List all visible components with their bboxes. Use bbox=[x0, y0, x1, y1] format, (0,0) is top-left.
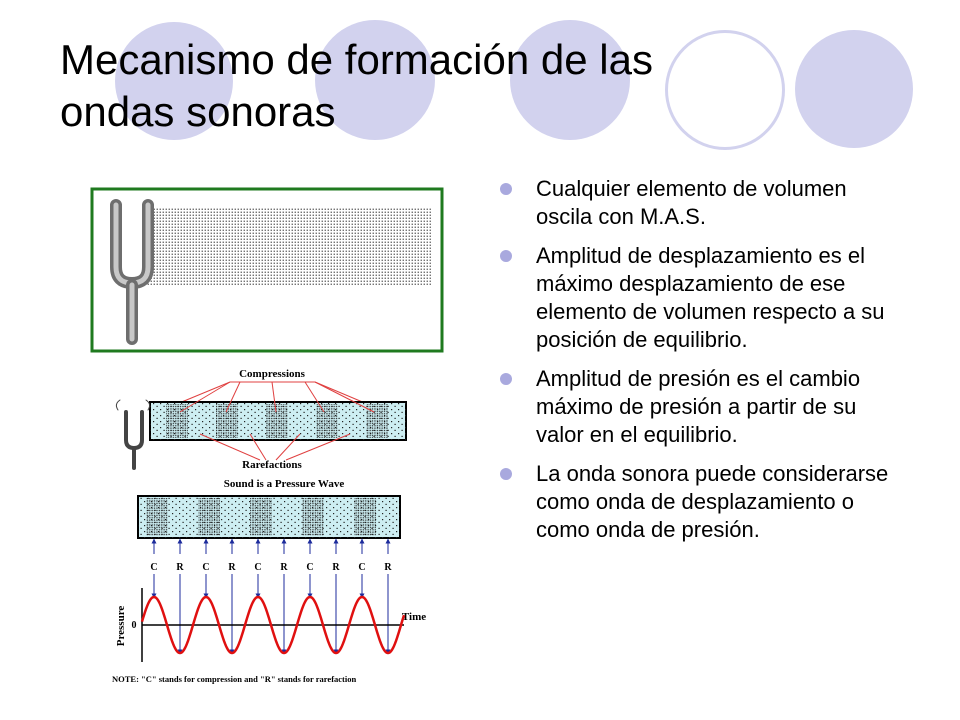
bullet-text: Amplitud de desplazamiento es el máximo … bbox=[536, 243, 885, 352]
tuning-fork-icon bbox=[110, 199, 154, 345]
cr-marker-label: C bbox=[202, 562, 209, 573]
small-tuning-fork-icon bbox=[115, 399, 151, 470]
rarefaction-arrows bbox=[199, 433, 351, 461]
cr-marker-label: C bbox=[306, 562, 313, 573]
pressure-wave-figure: Sound is a Pressure Wave C R C R C R C R C R Pres… bbox=[112, 478, 426, 684]
cr-marker-label: R bbox=[176, 562, 184, 573]
bullet-icon bbox=[500, 468, 512, 480]
slide-title: Mecanismo de formación de las ondas sono… bbox=[60, 34, 820, 138]
bullet-text: Cualquier elemento de volumen oscila con… bbox=[536, 176, 847, 229]
time-axis-label: Time bbox=[402, 611, 426, 623]
cr-marker-label: C bbox=[254, 562, 261, 573]
pressure-axis-label: Pressure bbox=[115, 606, 127, 647]
bullet-text: La onda sonora puede considerarse como o… bbox=[536, 461, 889, 542]
air-particles bbox=[142, 207, 432, 285]
bullet-icon bbox=[500, 250, 512, 262]
decor-circle-3 bbox=[510, 20, 630, 140]
bullet-icon bbox=[500, 373, 512, 385]
decor-circle-4 bbox=[795, 30, 913, 148]
compression-arrows bbox=[179, 381, 375, 413]
tuning-fork-figure bbox=[90, 187, 444, 353]
decor-circle-2 bbox=[315, 20, 435, 140]
title-line-1: Mecanismo de formación de las bbox=[60, 36, 653, 83]
compressions-label: Compressions bbox=[239, 368, 306, 380]
cr-marker-label: R bbox=[332, 562, 340, 573]
decor-circle-1 bbox=[115, 22, 233, 140]
zero-label: 0 bbox=[132, 620, 137, 631]
tube-figure: Compressions Rarefactions bbox=[115, 368, 407, 471]
bullet-item: Amplitud de presión es el cambio máximo … bbox=[498, 365, 908, 449]
bullet-text: Amplitud de presión es el cambio máximo … bbox=[536, 366, 861, 447]
bullet-item: Amplitud de desplazamiento es el máximo … bbox=[498, 242, 908, 354]
bullet-item: La onda sonora puede considerarse como o… bbox=[498, 460, 908, 544]
bullet-icon bbox=[500, 183, 512, 195]
pressure-figure-title: Sound is a Pressure Wave bbox=[224, 478, 345, 490]
title-line-2: ondas sonoras bbox=[60, 88, 336, 135]
rarefactions-label: Rarefactions bbox=[242, 459, 302, 471]
cr-marker-label: R bbox=[228, 562, 236, 573]
cr-marker-label: C bbox=[150, 562, 157, 573]
cr-marker-label: R bbox=[280, 562, 288, 573]
decor-ring-1 bbox=[665, 30, 785, 150]
pressure-tube-compressions bbox=[146, 498, 376, 536]
cr-marker-label: R bbox=[384, 562, 392, 573]
figure-note: NOTE: "C" stands for compression and "R"… bbox=[112, 674, 356, 684]
pressure-wave-line bbox=[140, 595, 406, 655]
cr-marker-label: C bbox=[358, 562, 365, 573]
tube bbox=[149, 401, 407, 441]
bullet-item: Cualquier elemento de volumen oscila con… bbox=[498, 175, 908, 231]
bullet-list: Cualquier elemento de volumen oscila con… bbox=[498, 175, 908, 555]
